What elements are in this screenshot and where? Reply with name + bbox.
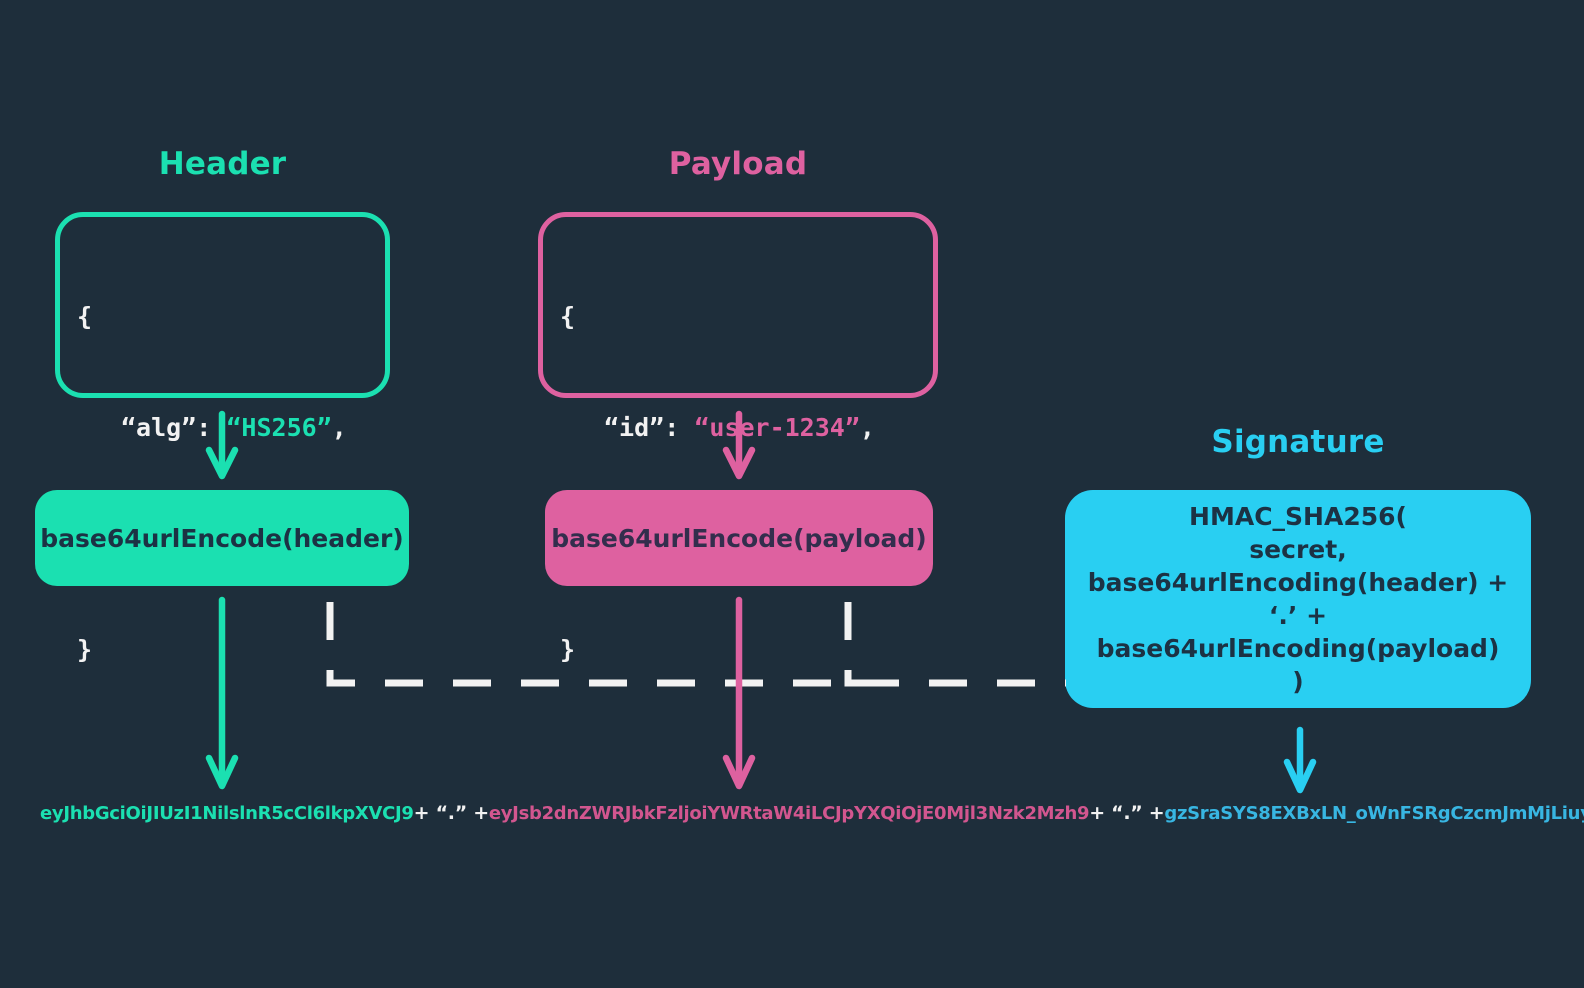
encoded-signature-token: gzSraSYS8EXBxLN_oWnFSRgCzcmJmMjLiuyu5CSp… [1164,803,1584,824]
payload-json-box [538,212,938,398]
code-close-brace: } [77,635,93,664]
dot-separator: + “.” + [413,802,489,824]
signature-title: Signature [1211,424,1385,460]
signature-formula-box: HMAC_SHA256( secret, base64urlEncoding(h… [1065,490,1531,708]
jwt-output-string: eyJhbGciOiJIUzI1NilslnR5cCl6lkpXVCJ9 + “… [40,802,1584,824]
signature-formula-text: HMAC_SHA256( secret, base64urlEncoding(h… [1087,502,1509,696]
encoded-payload-token: eyJsb2dnZWRJbkFzljoiYWRtaW4iLCJpYXQiOjE0… [488,803,1090,824]
code-open-brace: { [560,302,576,331]
base64-encode-header-box: base64urlEncode(header) [35,490,409,586]
code-line: “alg”: “HS256”, [121,413,347,442]
header-json-code: { “alg”: “HS256”, “typ”: “JWT” } [77,224,347,742]
encoded-header-token: eyJhbGciOiJIUzI1NilslnR5cCl6lkpXVCJ9 [40,803,414,824]
header-title: Header [158,146,287,182]
payload-json-code: { “id”: “user-1234”, “exp”: “1652297430”… [560,224,890,742]
header-json-box [55,212,390,398]
dot-separator: + “.” + [1089,802,1165,824]
code-close-brace: } [560,635,576,664]
code-open-brace: { [77,302,93,331]
arrow-signature-to-token [1283,726,1317,794]
payload-title: Payload [668,146,808,182]
code-line: “id”: “user-1234”, [604,413,875,442]
base64-encode-payload-box: base64urlEncode(payload) [545,490,933,586]
